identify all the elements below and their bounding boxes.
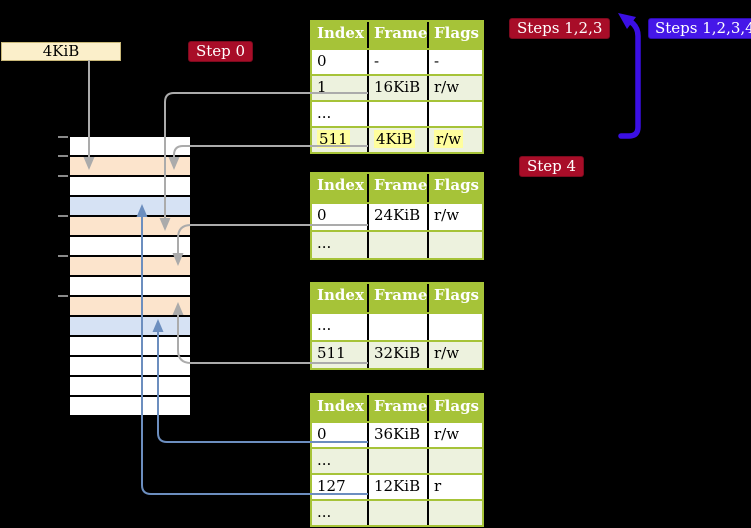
table-cell: Flags: [429, 284, 482, 312]
memory-frame-row: [70, 397, 190, 415]
table-cell: 32KiB: [369, 342, 429, 368]
table-cell: 16KiB: [369, 76, 429, 100]
table-cell: Index: [312, 395, 369, 421]
memory-frame-row: [70, 177, 190, 195]
table-cell: r/w: [429, 128, 482, 152]
table-cell: ...: [312, 102, 369, 126]
table-cell: -: [369, 50, 429, 74]
table-cell: [429, 449, 482, 473]
memory-frame-row: [70, 277, 190, 295]
table-cell: Frame: [369, 395, 429, 421]
table-cell: 36KiB: [369, 423, 429, 447]
memory-frame-row: [70, 377, 190, 395]
table-row: ...: [312, 230, 482, 258]
arrow-up-left-icon: [618, 13, 636, 29]
table-cell: 1: [312, 76, 369, 100]
memory-frame-row: [70, 257, 190, 275]
steps-1234-label: Steps 1,2,3,4: [648, 18, 751, 39]
table-cell: 511: [312, 128, 369, 152]
table-row: ...: [312, 499, 482, 525]
table-cell: [369, 102, 429, 126]
table-cell: 24KiB: [369, 204, 429, 230]
table-cell: r/w: [434, 206, 460, 224]
step4-label: Step 4: [519, 156, 585, 177]
table-cell: [369, 449, 429, 473]
memory-frame-row: [70, 357, 190, 375]
table-cell: 0: [312, 204, 369, 230]
table-cell: [429, 501, 482, 525]
table-cell: Index: [312, 174, 369, 202]
memory-address-box: 4KiB: [1, 42, 121, 61]
step0-label: Step 0: [188, 41, 254, 62]
memory-address-ticks: [58, 136, 68, 297]
table-cell: Frame: [369, 174, 429, 202]
table-cell: r/w: [429, 342, 482, 368]
table-cell: ...: [312, 232, 369, 258]
table-cell: [429, 102, 482, 126]
table-cell: 511: [312, 342, 369, 368]
table-cell: 127: [312, 475, 369, 499]
table-cell: 0: [312, 423, 369, 447]
table-cell: ...: [312, 501, 369, 525]
memory-frame-row: [70, 297, 190, 315]
table-cell: [369, 232, 429, 258]
table-row: ...: [312, 100, 482, 126]
memory-frame-row: [70, 217, 190, 235]
memory-frame-row: [70, 137, 190, 155]
table-cell: Frame: [369, 22, 429, 48]
table-cell: Flags: [429, 174, 482, 202]
physical-memory-stack: [70, 137, 190, 417]
memory-frame-row: [70, 157, 190, 175]
table-cell: Frame: [369, 284, 429, 312]
memory-frame-row: [70, 337, 190, 355]
table-cell: Flags: [429, 395, 482, 421]
table-cell: [369, 501, 429, 525]
memory-frame-row: [70, 317, 190, 335]
table-row: ...: [312, 312, 482, 340]
steps-123-label: Steps 1,2,3: [509, 18, 611, 39]
table-cell: -: [434, 52, 440, 70]
table-cell: r: [434, 477, 442, 495]
memory-frame-row: [70, 237, 190, 255]
table-cell: ...: [312, 449, 369, 473]
table-cell: 12KiB: [369, 475, 429, 499]
table-cell: [429, 232, 482, 258]
table-cell: r/w: [434, 425, 460, 443]
table-cell: ...: [312, 314, 369, 340]
table-row: ...: [312, 447, 482, 473]
memory-frame-row: [70, 197, 190, 215]
table-cell: r/w: [429, 76, 482, 100]
table-cell: Index: [312, 22, 369, 48]
table-cell: Index: [312, 284, 369, 312]
table-cell: [369, 314, 429, 340]
table-row: 0--: [312, 48, 482, 74]
table-cell: [429, 314, 482, 340]
table-cell: 4KiB: [369, 128, 429, 152]
steps-flow-arrow: [618, 19, 641, 139]
table-cell: Flags: [429, 22, 482, 48]
table-cell: 0: [312, 50, 369, 74]
